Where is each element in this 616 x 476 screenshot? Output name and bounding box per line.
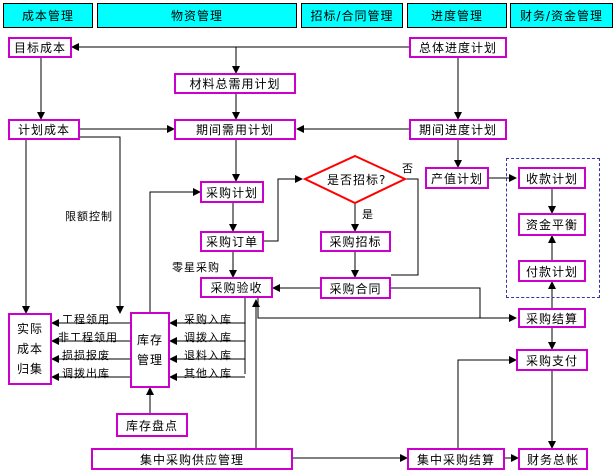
header-progress-management: 进度管理 [407, 3, 507, 28]
node-central-supply-management: 集中采购供应管理 [91, 448, 293, 470]
label-non-project-use: 非工程领用 [58, 331, 118, 344]
inventory-line-1: 库存 [136, 333, 163, 347]
actual-cost-line-1: 实际 [16, 322, 43, 336]
node-output-plan: 产值计划 [425, 167, 489, 189]
arrow-acceptance-to-settlement [257, 298, 517, 322]
arrow-central-settlement-to-payment [457, 356, 517, 448]
node-finance-ledger: 财务总帐 [518, 448, 588, 470]
label-transfer-in: 调拨入库 [184, 331, 232, 344]
label-quota-control: 限额控制 [65, 210, 113, 223]
label-transfer-out: 调拨出库 [62, 367, 110, 380]
decision-diamond [302, 154, 408, 205]
node-purchase-plan: 采购计划 [200, 181, 264, 203]
label-return-in: 退料入库 [184, 349, 232, 362]
actual-cost-line-2: 成本 [16, 342, 43, 356]
node-funds-balance: 资金平衡 [518, 213, 586, 236]
arrow-inventory-to-purchase-plan [149, 188, 201, 312]
node-inventory-management: 库存 管理 [130, 312, 170, 388]
node-purchase-tender: 采购招标 [320, 231, 391, 252]
node-purchase-order: 采购订单 [200, 231, 264, 252]
header-material-management: 物资管理 [97, 3, 297, 28]
arrow-order-to-decision [264, 175, 303, 242]
node-actual-cost-collection: 实际 成本 归集 [8, 313, 52, 385]
node-central-purchase-settlement: 集中采购结算 [407, 448, 505, 470]
node-purchase-payment: 采购支付 [516, 349, 588, 371]
label-yes: 是 [362, 208, 374, 221]
node-period-progress-plan: 期间进度计划 [409, 119, 507, 140]
node-target-cost: 目标成本 [8, 37, 72, 58]
header-finance-management: 财务/资金管理 [510, 3, 613, 28]
decision-label: 是否招标? [327, 173, 387, 187]
node-master-schedule: 总体进度计划 [409, 37, 507, 58]
label-project-use: 工程领用 [62, 313, 110, 326]
header-cost-management: 成本管理 [3, 3, 93, 28]
header-tender-contract-management: 招标/合同管理 [301, 3, 403, 28]
actual-cost-line-3: 归集 [16, 362, 43, 376]
node-purchase-acceptance: 采购验收 [200, 277, 273, 298]
funds-group-frame [506, 158, 600, 298]
node-purchase-settlement: 采购结算 [518, 308, 586, 328]
inventory-line-2: 管理 [136, 353, 163, 367]
label-purchase-in: 采购入库 [184, 313, 232, 326]
node-inventory-count: 库存盘点 [116, 413, 188, 437]
node-collection-plan: 收款计划 [518, 167, 586, 189]
arrow-decision-no [391, 178, 419, 276]
node-payment-plan: 付款计划 [518, 260, 586, 282]
label-sporadic-purchase: 零星采购 [172, 261, 220, 274]
node-period-demand-plan: 期间需用计划 [174, 119, 296, 140]
node-material-demand-plan: 材料总需用计划 [174, 73, 296, 94]
label-loss-scrap: 损损报废 [62, 349, 110, 362]
arrow-contract-to-settlement [391, 287, 481, 318]
label-no: 否 [402, 162, 414, 175]
node-purchase-contract: 采购合同 [320, 277, 391, 299]
node-plan-cost: 计划成本 [8, 119, 80, 140]
label-other-in: 其他入库 [184, 367, 232, 380]
arrow-quota-control [80, 136, 124, 314]
